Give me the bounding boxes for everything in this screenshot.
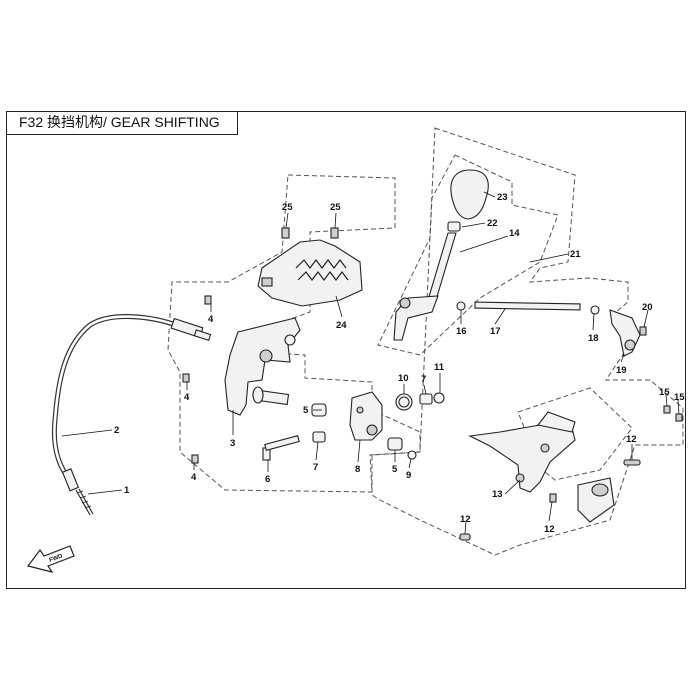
callout-12: 12 xyxy=(460,514,471,525)
callout-10: 10 xyxy=(398,373,409,384)
callout-11: 11 xyxy=(434,362,445,373)
bolt-icon xyxy=(459,533,471,541)
callout-20: 20 xyxy=(642,302,653,313)
callout-2: 2 xyxy=(114,425,119,436)
shift-rod xyxy=(474,301,581,311)
fwd-arrow-icon: FWD xyxy=(26,545,75,573)
callout-14: 14 xyxy=(509,228,520,239)
screw-icon xyxy=(281,227,290,239)
bolt-icon xyxy=(639,326,647,336)
callout-3: 3 xyxy=(230,438,235,449)
rubber-boot xyxy=(577,477,615,523)
callout-8: 8 xyxy=(355,464,360,475)
mounting-bracket xyxy=(468,411,576,493)
callout-24: 24 xyxy=(336,320,347,331)
cable-end-fitting xyxy=(61,468,94,516)
group-outline-main xyxy=(371,127,684,556)
callout-12: 12 xyxy=(544,524,555,535)
callout-15: 15 xyxy=(674,392,685,403)
callout-22: 22 xyxy=(487,218,498,229)
shift-knob-icon xyxy=(450,169,489,220)
shift-arm xyxy=(609,309,641,357)
leader-lines xyxy=(61,191,680,535)
callout-5: 5 xyxy=(392,464,398,475)
callout-7: 7 xyxy=(421,374,426,385)
callout-25: 25 xyxy=(282,202,293,213)
knob-collar xyxy=(447,221,461,232)
callout-4: 4 xyxy=(191,472,197,483)
bolt-icon xyxy=(191,454,199,464)
bolt-icon xyxy=(182,373,190,383)
selector-plate xyxy=(349,391,383,441)
torsion-spring xyxy=(395,393,413,411)
callout-15: 15 xyxy=(659,387,670,398)
bolt-icon xyxy=(204,295,212,305)
callout-23: 23 xyxy=(497,192,508,203)
callout-4: 4 xyxy=(184,392,190,403)
washer-icon xyxy=(407,450,417,460)
shift-bracket xyxy=(224,317,301,416)
callout-25: 25 xyxy=(330,202,341,213)
nut-icon xyxy=(433,392,445,404)
callout-16: 16 xyxy=(456,326,467,337)
diagram-frame xyxy=(6,111,686,589)
sleeve-icon xyxy=(419,393,433,405)
cover-plate xyxy=(257,239,363,307)
callout-7: 7 xyxy=(313,462,318,473)
bolt-icon xyxy=(549,493,557,503)
callout-4: 4 xyxy=(208,314,214,325)
bolt-icon xyxy=(623,459,641,466)
shift-cable xyxy=(51,314,212,482)
pivot-shaft xyxy=(252,386,290,406)
callout-18: 18 xyxy=(588,333,599,344)
callout-12: 12 xyxy=(626,434,637,445)
shoulder-bolt xyxy=(262,435,300,461)
sleeve-icon xyxy=(312,431,326,443)
callout-21: 21 xyxy=(570,249,581,260)
shift-lever xyxy=(393,232,457,341)
fwd-label: FWD xyxy=(49,553,65,564)
callout-17: 17 xyxy=(490,326,501,337)
nut-icon xyxy=(590,305,600,315)
screw-icon xyxy=(330,227,339,239)
callout-1: 1 xyxy=(124,485,130,496)
callout-9: 9 xyxy=(406,470,411,481)
bolt-icon xyxy=(663,405,671,414)
callout-19: 19 xyxy=(616,365,627,376)
callout-6: 6 xyxy=(265,474,270,485)
bushing-icon xyxy=(387,437,403,451)
diagram-title: F32 换挡机构/ GEAR SHIFTING xyxy=(6,111,238,135)
nut-icon xyxy=(456,301,466,311)
callout-5: 5 xyxy=(303,405,309,416)
callout-13: 13 xyxy=(492,489,503,500)
bolt-icon xyxy=(675,413,683,422)
